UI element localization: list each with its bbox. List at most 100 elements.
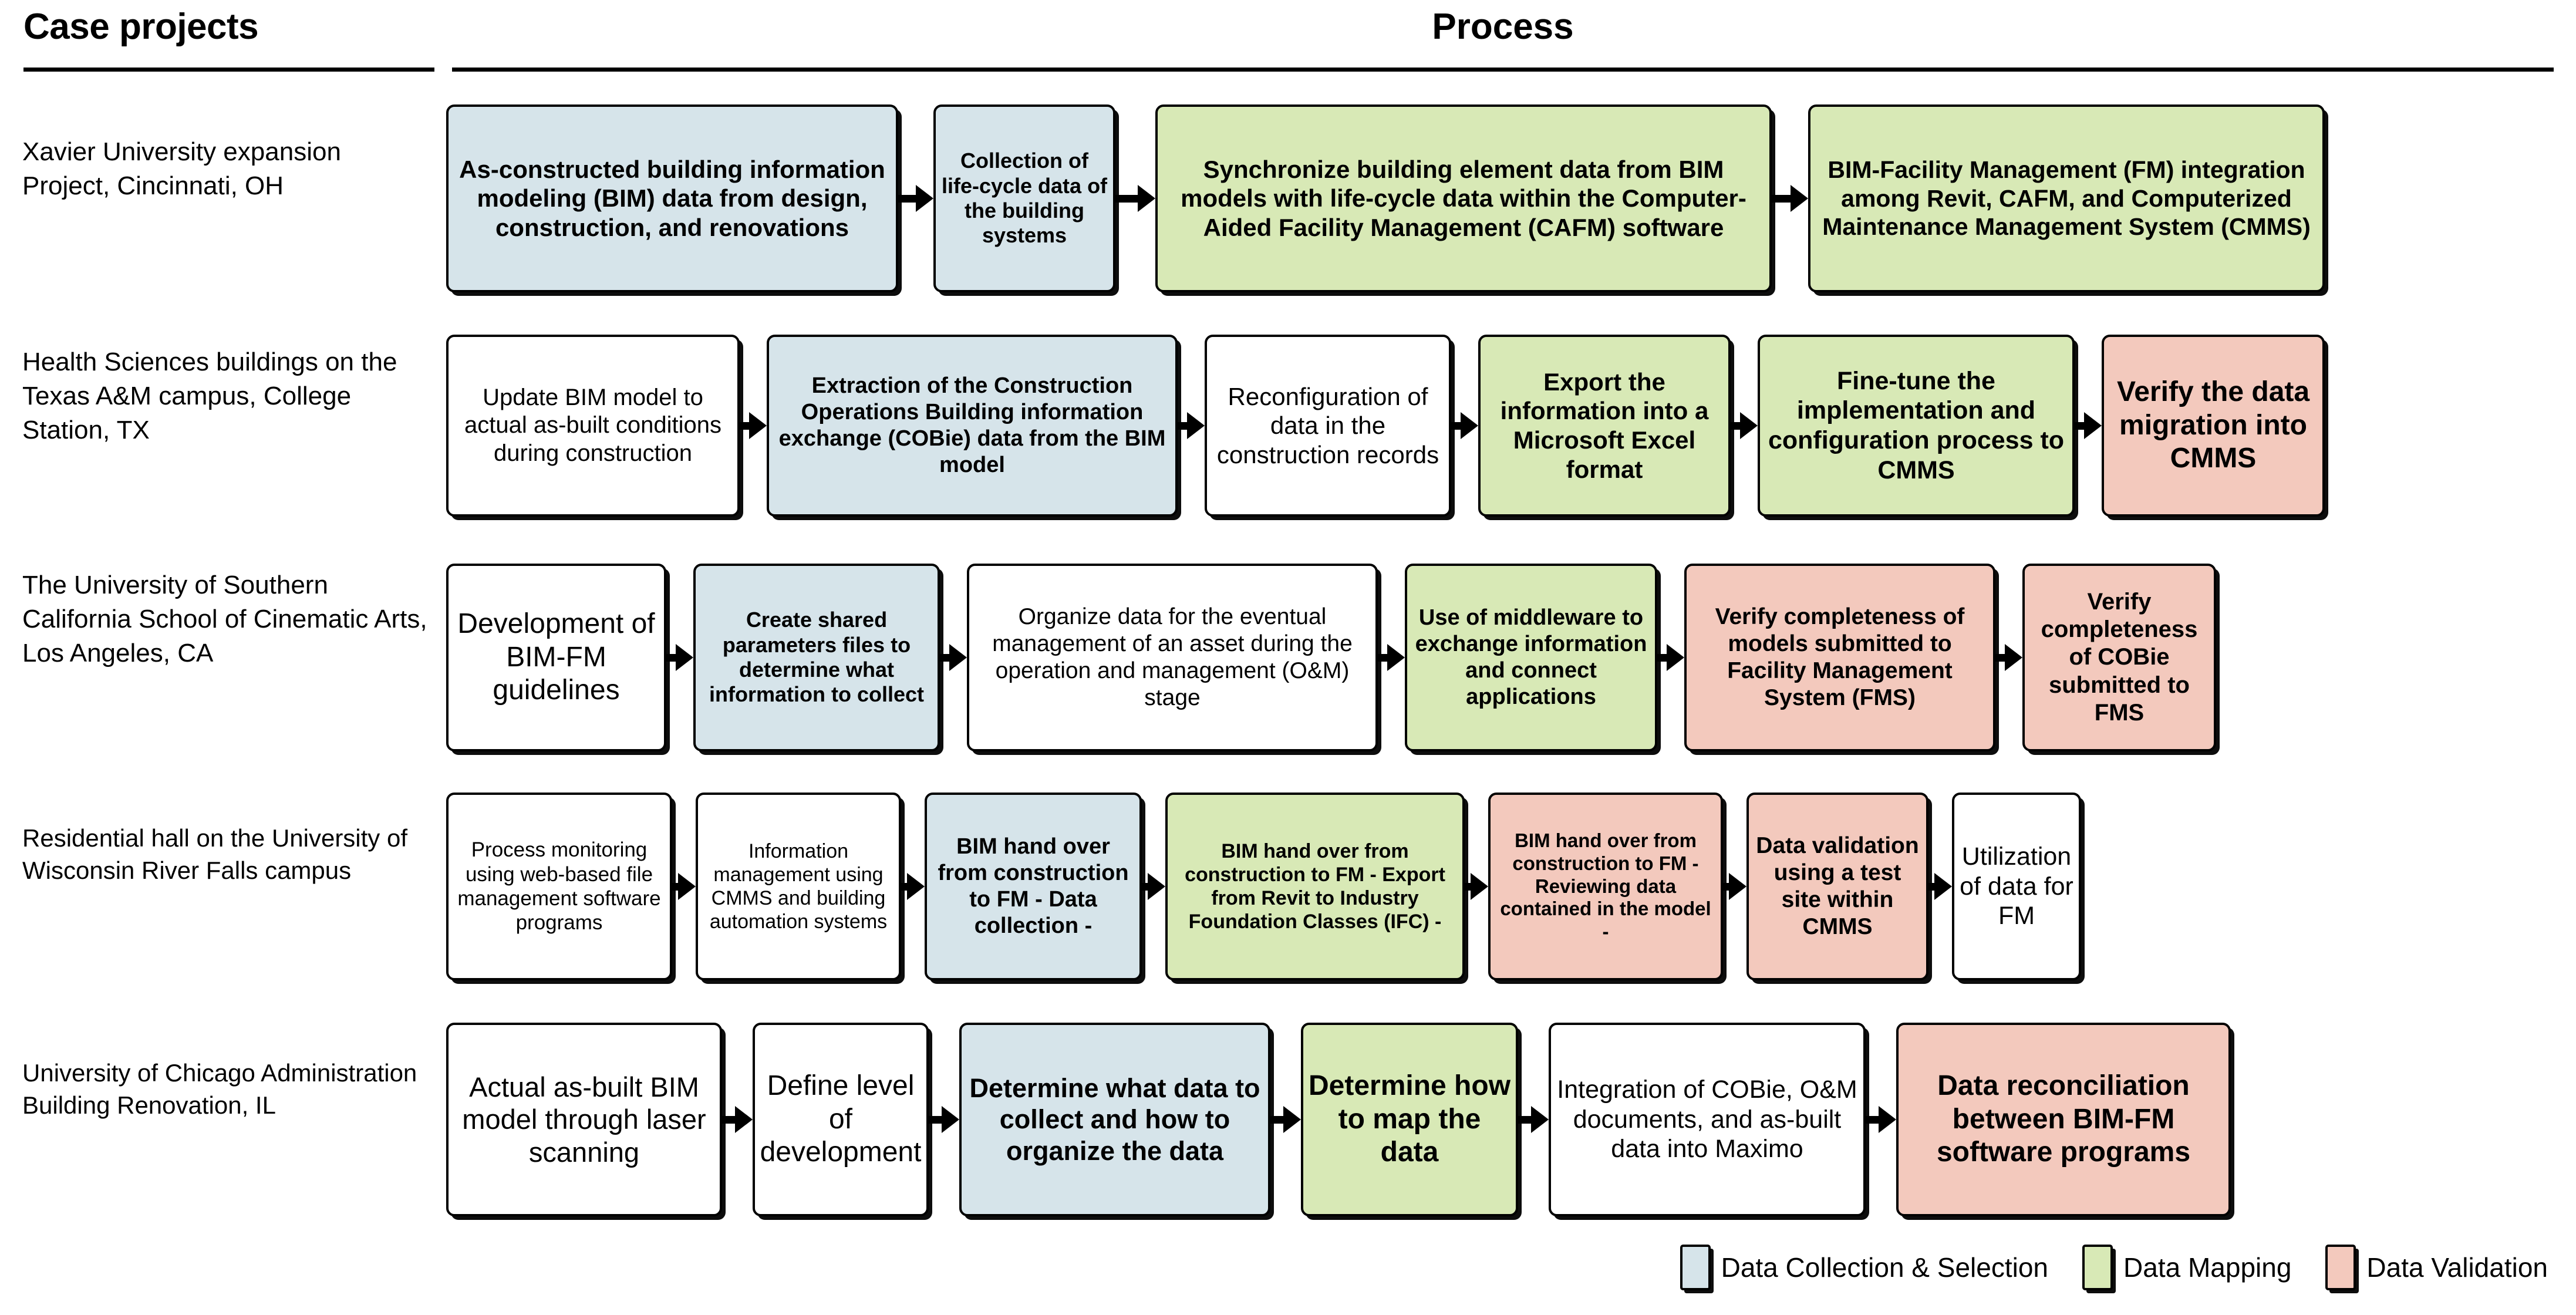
process-step-box[interactable]: Utilization of data for FM (1952, 793, 2081, 980)
arrow-head (942, 1106, 959, 1133)
arrow-head (1791, 185, 1808, 212)
arrow-shaft (929, 1115, 943, 1124)
process-step-box[interactable]: BIM-Facility Management (FM) integration… (1808, 104, 2325, 292)
process-step-box[interactable]: Collection of life-cycle data of the bui… (933, 104, 1115, 292)
arrow-right-icon (940, 644, 967, 671)
process-step-text: Verify the data migration into CMMS (2116, 376, 2310, 474)
arrow-head (1471, 873, 1488, 900)
process-step-box[interactable]: BIM hand over from construction to FM - … (1488, 793, 1723, 980)
arrow-head (1461, 412, 1478, 439)
arrow-right-icon (1518, 1106, 1549, 1133)
arrow-right-icon (1995, 644, 2022, 671)
process-steps-track: Update BIM model to actual as-built cond… (446, 335, 2570, 517)
process-steps-track: Process monitoring using web-based file … (446, 793, 2570, 980)
process-step-box[interactable]: Verify completeness of COBie submitted t… (2022, 564, 2216, 751)
process-step-box[interactable]: Define level of development (753, 1023, 929, 1216)
process-step-box[interactable]: Extraction of the Construction Operation… (767, 335, 1178, 517)
process-step-box[interactable]: Use of middleware to exchange informatio… (1405, 564, 1657, 751)
arrow-right-icon (1723, 873, 1746, 900)
process-step-box[interactable]: Determine how to map the data (1301, 1023, 1518, 1216)
arrow-right-icon (1928, 873, 1952, 900)
arrow-shaft (2075, 422, 2085, 430)
process-step-box[interactable]: Reconfiguration of data in the construct… (1205, 335, 1451, 517)
legend-item: Data Collection & Selection (1680, 1245, 2048, 1290)
process-step-box[interactable]: Create shared parameters files to determ… (693, 564, 940, 751)
arrow-head (1387, 644, 1405, 671)
process-step-text: Utilization of data for FM (1960, 842, 2073, 930)
process-step-text: Define level of development (760, 1070, 922, 1168)
arrow-head (1187, 412, 1205, 439)
arrow-right-icon (1866, 1106, 1896, 1133)
legend-color-swatch (2082, 1245, 2113, 1290)
process-step-text: Fine-tune the implementation and configu… (1768, 366, 2065, 484)
arrow-head (678, 873, 696, 900)
legend-label: Data Validation (2366, 1252, 2548, 1283)
process-step-text: Actual as-built BIM model through laser … (462, 1071, 706, 1168)
process-step-box[interactable]: As-constructed building information mode… (446, 104, 898, 292)
process-step-text: Create shared parameters files to determ… (709, 608, 924, 707)
arrow-shaft (1270, 1115, 1284, 1124)
arrow-shaft (666, 653, 677, 662)
case-project-label: Health Sciences buildings on the Texas A… (22, 348, 397, 445)
process-step-box[interactable]: Information management using CMMS and bu… (696, 793, 901, 980)
legend-label: Data Mapping (2123, 1252, 2292, 1283)
process-step-text: Data reconciliation between BIM-FM softw… (1936, 1070, 2191, 1168)
arrow-head (2005, 644, 2022, 671)
arrow-shaft (1723, 882, 1730, 891)
arrow-head (1283, 1106, 1301, 1133)
process-step-box[interactable]: Actual as-built BIM model through laser … (446, 1023, 722, 1216)
arrow-head (916, 185, 933, 212)
process-step-box[interactable]: Integration of COBie, O&M documents, and… (1549, 1023, 1866, 1216)
arrow-head (1531, 1106, 1549, 1133)
process-step-box[interactable]: BIM hand over from construction to FM - … (1165, 793, 1465, 980)
case-project-label: Residential hall on the University of Wi… (22, 824, 408, 885)
arrow-right-icon (1731, 412, 1758, 439)
process-step-text: BIM hand over from construction to FM - … (1185, 839, 1445, 933)
arrow-head (735, 1106, 753, 1133)
process-step-box[interactable]: BIM hand over from construction to FM - … (925, 793, 1142, 980)
process-step-box[interactable]: Update BIM model to actual as-built cond… (446, 335, 740, 517)
process-step-text: Synchronize building element data from B… (1181, 155, 1746, 241)
column-header-process: Process (1432, 6, 1574, 47)
legend-item: Data Validation (2325, 1245, 2548, 1290)
process-step-text: As-constructed building information mode… (459, 155, 885, 241)
arrow-right-icon (672, 873, 696, 900)
process-step-box[interactable]: Determine what data to collect and how t… (959, 1023, 1270, 1216)
arrow-right-icon (740, 412, 767, 439)
process-step-box[interactable]: Verify the data migration into CMMS (2102, 335, 2325, 517)
arrow-shaft (740, 422, 750, 430)
process-step-text: BIM-Facility Management (FM) integration… (1822, 156, 2311, 241)
process-step-box[interactable]: Data reconciliation between BIM-FM softw… (1896, 1023, 2231, 1216)
process-step-text: Information management using CMMS and bu… (709, 839, 888, 933)
process-step-text: Reconfiguration of data in the construct… (1216, 382, 1439, 468)
process-steps-track: As-constructed building information mode… (446, 104, 2570, 292)
arrow-head (1729, 873, 1746, 900)
arrow-shaft (722, 1115, 736, 1124)
process-step-box[interactable]: Process monitoring using web-based file … (446, 793, 672, 980)
process-step-text: Verify completeness of COBie submitted t… (2041, 589, 2198, 726)
arrow-head (1148, 873, 1165, 900)
arrow-right-icon (1465, 873, 1488, 900)
arrow-right-icon (666, 644, 693, 671)
arrow-shaft (1378, 653, 1388, 662)
process-step-box[interactable]: Export the information into a Microsoft … (1478, 335, 1731, 517)
arrow-shaft (1657, 653, 1668, 662)
process-step-box[interactable]: Fine-tune the implementation and configu… (1758, 335, 2075, 517)
legend-item: Data Mapping (2082, 1245, 2291, 1290)
column-header-case-projects: Case projects (23, 6, 259, 47)
process-step-box[interactable]: Development of BIM-FM guidelines (446, 564, 666, 751)
arrow-head (676, 644, 693, 671)
arrow-right-icon (2075, 412, 2102, 439)
arrow-right-icon (1270, 1106, 1301, 1133)
process-step-box[interactable]: Data validation using a test site within… (1746, 793, 1928, 980)
arrow-right-icon (1378, 644, 1405, 671)
process-step-box[interactable]: Organize data for the eventual managemen… (967, 564, 1378, 751)
header-rule-left (23, 68, 434, 72)
process-step-box[interactable]: Synchronize building element data from B… (1155, 104, 1772, 292)
arrow-head (1740, 412, 1758, 439)
process-step-text: Organize data for the eventual managemen… (992, 603, 1353, 711)
arrow-right-icon (722, 1106, 753, 1133)
arrow-right-icon (1142, 873, 1165, 900)
process-step-box[interactable]: Verify completeness of models submitted … (1684, 564, 1995, 751)
process-step-text: BIM hand over from construction to FM - … (1500, 829, 1711, 943)
